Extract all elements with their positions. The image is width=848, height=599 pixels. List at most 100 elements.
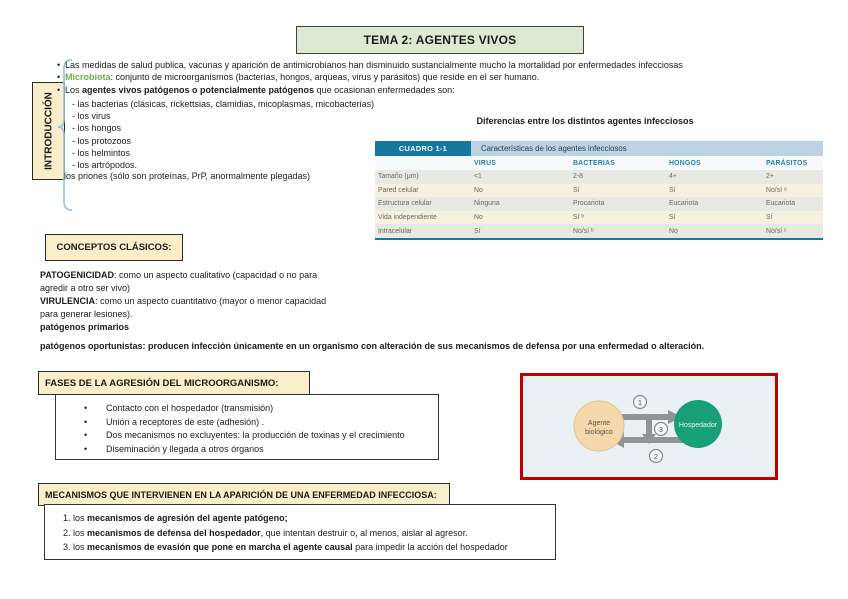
concept-text: : como un aspecto cuantitativo (mayor o …	[95, 296, 327, 306]
list-item: - los helmintos	[72, 147, 131, 158]
fases-header-text: FASES DE LA AGRESIÓN DEL MICROORGANISMO:	[45, 377, 279, 389]
intro-bullet-1-text: Las medidas de salud publica, vacunas y …	[65, 60, 683, 70]
cell: 2+	[766, 173, 774, 181]
bullet-icon: •	[84, 416, 88, 427]
list-item: •Dos mecanismos no excluyentes: la produ…	[84, 429, 438, 443]
table-title-band: CUADRO 1-1 Características de los agente…	[375, 141, 823, 156]
list-item: - los artrópodos.	[72, 160, 138, 171]
table-row: Vida independiente No Sí ᵇ Sí Sí	[375, 210, 823, 225]
intro-section: • Las medidas de salud publica, vacunas …	[57, 59, 817, 96]
concept-text: : como un aspecto cualitativo (capacidad…	[114, 270, 318, 280]
item-bold: mecanismos de defensa del hospedador	[87, 527, 261, 538]
cell: Sí ᵇ	[573, 214, 585, 222]
diagram-figure: Agente biológico Hospedador 1 3 2	[573, 394, 722, 464]
cell: Ninguna	[474, 200, 500, 208]
introduccion-label-box: INTRODUCCIÓN	[32, 82, 65, 180]
intro-bullet-2-text: Microbiota: conjunto de microorganismos …	[65, 71, 539, 83]
list-item: • Contacto con el hospedador (transmisión…	[84, 402, 438, 416]
introduccion-label-text: INTRODUCCIÓN	[43, 92, 54, 170]
agent-type-list: - las bacterias (clásicas, rickettsias, …	[72, 98, 374, 171]
agent-label-line1: Agente	[588, 420, 610, 427]
intro-bullet-1: • Las medidas de salud publica, vacunas …	[57, 59, 817, 71]
mecanismos-header-text: MECANISMOS QUE INTERVIENEN EN LA APARICI…	[45, 489, 437, 500]
step-2-number: 2	[654, 454, 658, 461]
column-header-bacterias: BACTERIAS	[573, 159, 615, 167]
row-label: Pared celular	[378, 186, 419, 194]
list-item: • Diseminación y llegada a otros órganos	[84, 443, 438, 457]
cell: 4+	[669, 173, 677, 181]
mecanismos-header: MECANISMOS QUE INTERVIENEN EN LA APARICI…	[38, 483, 450, 506]
list-item: 2. los mecanismos de defensa del hospeda…	[63, 526, 555, 541]
table-cuadro-label: CUADRO 1-1	[375, 141, 471, 156]
host-circle	[674, 400, 722, 448]
cell: Eucariota	[669, 200, 699, 208]
row-label: Tamaño (μm)	[378, 173, 419, 181]
concept-line: patógenos primarios	[40, 321, 470, 334]
bullet-icon: •	[84, 403, 88, 413]
table-row: Tamaño (μm) <1 2-8 4+ 2+	[375, 170, 823, 184]
list-item: 3. los mecanismos de evasión que pone en…	[63, 540, 555, 555]
intro-bullet-3-post: que ocasionan enfermedades son:	[314, 84, 455, 95]
mecanismos-list-box: 1. los mecanismos de agresión del agente…	[44, 504, 556, 560]
cell: No/sí ᵇ	[573, 227, 594, 235]
list-item: - los hongos	[72, 123, 122, 134]
step-3-number: 3	[659, 427, 663, 434]
item-post: para impedir la acción del hospedador	[352, 542, 508, 552]
arrow-left-shaft	[622, 437, 685, 443]
intro-bullet-2: • Microbiota: conjunto de microorganismo…	[57, 71, 817, 83]
column-header-hongos: HONGOS	[669, 159, 701, 167]
table-row: Estructura celular Ninguna Procariota Eu…	[375, 197, 823, 211]
cell: No/sí ᵃ	[766, 186, 787, 194]
item-pre: 2. los	[63, 527, 88, 538]
concept-text: agredir a otro ser vivo)	[40, 283, 131, 293]
page-title: TEMA 2: AGENTES VIVOS	[296, 26, 584, 54]
table-heading: Características de los agentes infeccios…	[471, 141, 823, 156]
agent-host-diagram: Agente biológico Hospedador 1 3 2	[520, 373, 778, 480]
cell: Eucariota	[766, 200, 796, 208]
list-item: - los protozoos	[72, 135, 132, 146]
list-item: •Unión a receptores de este (adhesión) .	[84, 416, 438, 430]
row-label: Vida independiente	[378, 214, 437, 222]
step-3-badge	[653, 421, 669, 437]
intro-bullet-3-text: Los agentes vivos patógenos o potencialm…	[65, 84, 455, 96]
concept-line: PATOGENICIDAD: como un aspecto cualitati…	[40, 269, 470, 282]
intro-bullet-3: • Los agentes vivos patógenos o potencia…	[57, 84, 817, 96]
patogenos-oportunistas-line: patógenos oportunistas: producen infecci…	[40, 341, 705, 351]
bullet-icon: •	[57, 72, 61, 83]
table-row: Pared celular No Sí Sí No/sí ᵃ	[375, 183, 823, 198]
host-label: Hospedador	[679, 422, 718, 429]
fases-header: FASES DE LA AGRESIÓN DEL MICROORGANISMO:	[38, 371, 310, 395]
agent-label-line2: biológico	[585, 429, 613, 436]
cell: No	[474, 214, 483, 222]
bullet-icon: •	[84, 430, 88, 440]
item-bold: mecanismos de agresión del agente patóge…	[87, 513, 288, 523]
list-item: 1. los mecanismos de agresión del agente…	[63, 511, 555, 526]
list-item: - las bacterias (clásicas, rickettsias, …	[72, 99, 375, 109]
step-2-badge	[648, 448, 664, 464]
fase-text: Diseminación y llegada a otros órganos	[106, 443, 264, 454]
conceptos-clasicos-header: CONCEPTOS CLÁSICOS:	[45, 234, 183, 261]
microbiota-rest: : conjunto de microorganismos (bacterias…	[110, 72, 540, 83]
step-1-number: 1	[638, 400, 642, 407]
bullet-icon: •	[84, 443, 88, 454]
fases-list-box: • Contacto con el hospedador (transmisión…	[55, 394, 439, 460]
priones-note: los priones (sólo son proteínas, PrP, an…	[64, 171, 310, 181]
item-post: , que intentan destruir o, al menos, ais…	[260, 527, 468, 538]
microbiota-term: Microbiota	[65, 72, 111, 83]
concepts-paragraph: PATOGENICIDAD: como un aspecto cualitati…	[40, 269, 470, 334]
concept-term: patógenos primarios	[40, 322, 130, 332]
cell: No	[669, 227, 678, 235]
fase-text: Contacto con el hospedador (transmisión)	[106, 403, 274, 413]
table-cuadro-1-1: CUADRO 1-1 Características de los agente…	[375, 141, 823, 240]
brace-icon	[57, 59, 73, 211]
table-row: Intracelular Sí No/sí ᵇ No No/sí ᶜ	[375, 224, 823, 238]
conceptos-clasicos-title: CONCEPTOS CLÁSICOS:	[56, 242, 172, 253]
step-1-badge	[632, 394, 648, 410]
cell: No	[474, 186, 483, 194]
item-pre: 3. los	[63, 542, 88, 552]
item-pre: 1. los	[63, 513, 88, 523]
column-header-parasitos: PARÁSITOS	[766, 159, 808, 167]
table-header-row: VIRUS BACTERIAS HONGOS PARÁSITOS	[375, 156, 823, 170]
row-label: Intracelular	[378, 227, 413, 235]
